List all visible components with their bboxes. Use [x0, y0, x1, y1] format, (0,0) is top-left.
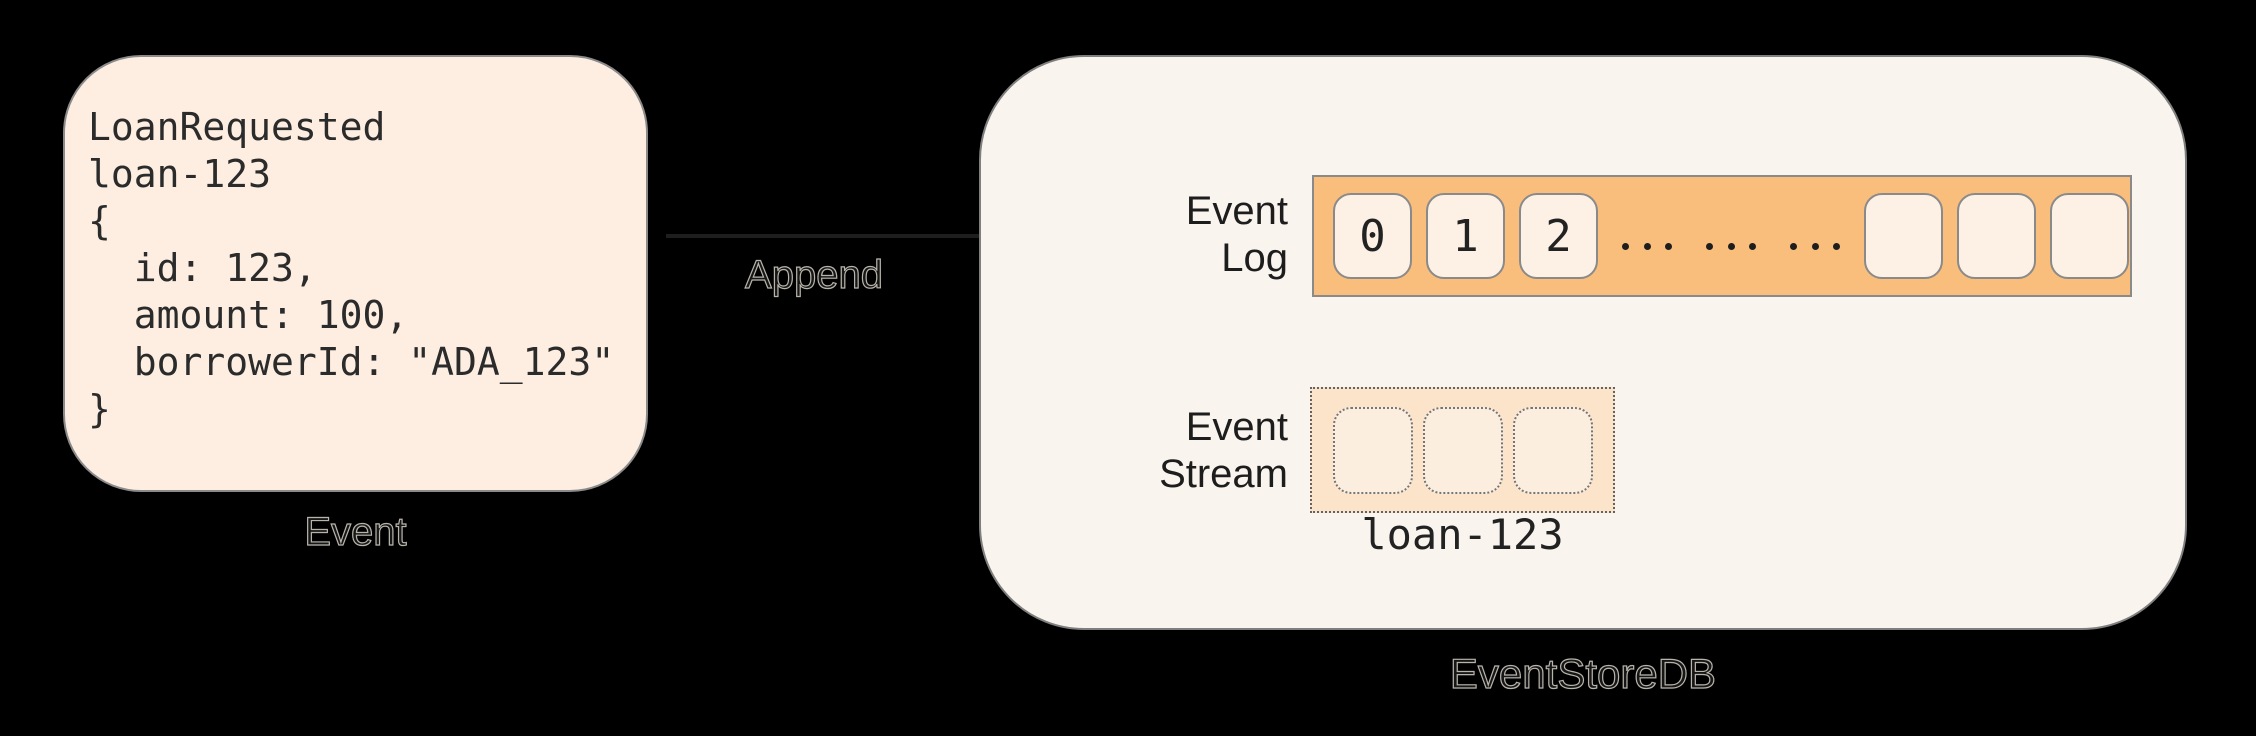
- log-cell-2: 2: [1519, 193, 1598, 279]
- event-stream-label-line1: Event: [1185, 405, 1288, 449]
- event-code: LoanRequested loan-123 { id: 123, amount…: [88, 105, 615, 431]
- log-cell-empty: [1864, 193, 1943, 279]
- event-log-label: Event Log: [1088, 188, 1288, 282]
- stream-cell-empty: [1422, 406, 1503, 494]
- log-cell-empty: [2050, 193, 2129, 279]
- event-log-label-line2: Log: [1221, 236, 1288, 280]
- eventstoredb-card: [979, 55, 2187, 630]
- stream-cell-empty: [1512, 406, 1593, 494]
- ellipsis-dots: [1706, 242, 1756, 250]
- event-caption: Event: [304, 509, 407, 554]
- stream-cell-empty: [1332, 406, 1413, 494]
- log-cell-empty: [1957, 193, 2036, 279]
- dot-icon: [1811, 242, 1819, 250]
- log-cell-1: 1: [1426, 193, 1505, 279]
- ellipsis-dots: [1790, 242, 1840, 250]
- eventstoredb-caption: EventStoreDB: [1449, 649, 1717, 697]
- ellipsis-dots: [1622, 242, 1672, 250]
- dot-icon: [1643, 242, 1651, 250]
- stream-name: loan-123: [1361, 510, 1564, 559]
- dot-icon: [1706, 242, 1713, 250]
- dot-icon: [1665, 242, 1672, 250]
- dot-icon: [1727, 242, 1735, 250]
- event-stream-label: Event Stream: [1088, 404, 1288, 498]
- event-log-label-line1: Event: [1185, 189, 1288, 233]
- event-card: LoanRequested loan-123 { id: 123, amount…: [63, 55, 648, 492]
- dot-icon: [1790, 242, 1797, 250]
- dot-icon: [1749, 242, 1756, 250]
- event-log-bar: 0 1 2: [1312, 175, 2132, 297]
- append-label: Append: [744, 252, 883, 297]
- event-stream-label-line2: Stream: [1159, 452, 1288, 496]
- event-stream-box: [1310, 387, 1615, 513]
- log-cell-0: 0: [1333, 193, 1412, 279]
- dot-icon: [1833, 242, 1840, 250]
- dot-icon: [1622, 242, 1629, 250]
